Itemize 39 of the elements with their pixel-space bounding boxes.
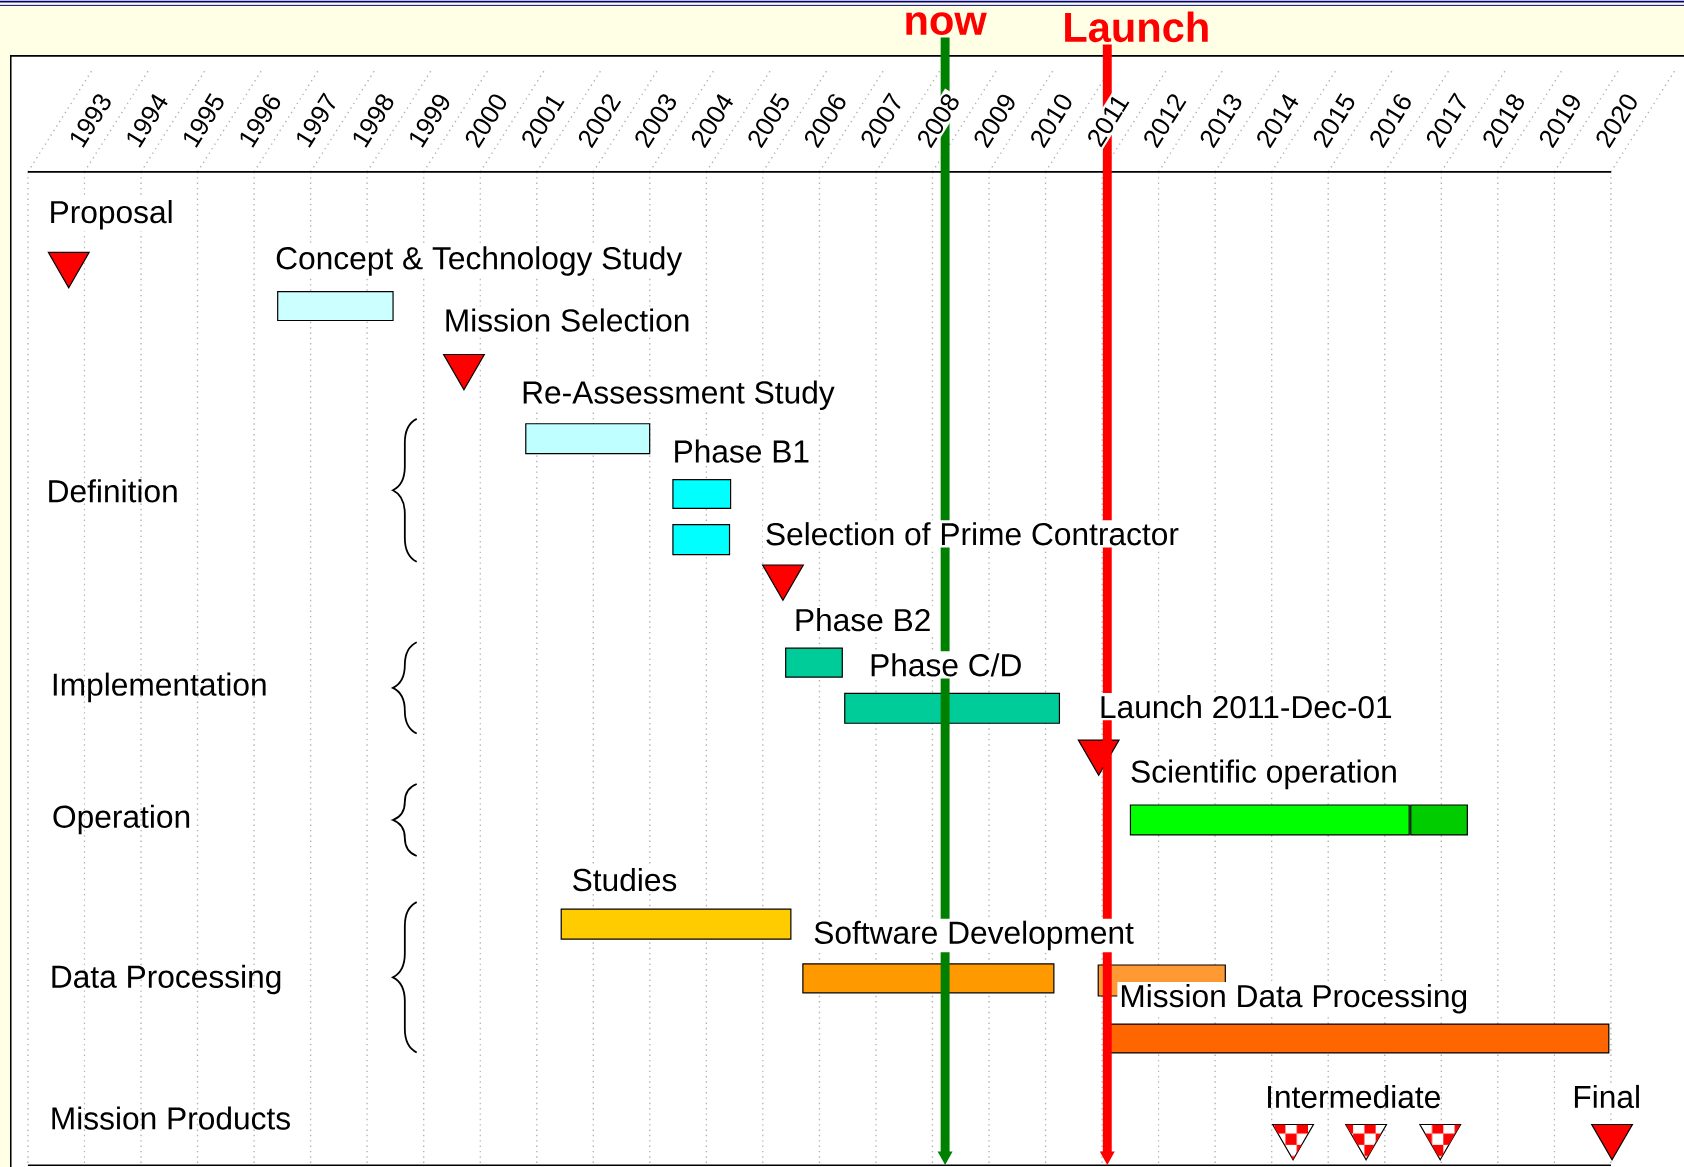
task-bar	[525, 422, 651, 455]
task-bar	[785, 647, 843, 678]
task-bar	[1410, 804, 1468, 836]
task-label: Phase B2	[791, 605, 934, 634]
task-bar	[1109, 1023, 1610, 1054]
row-label: Operation	[53, 804, 190, 835]
row-label: Data Processing	[52, 964, 281, 995]
task-bar	[560, 908, 792, 940]
task-label: Phase C/D	[867, 650, 1025, 679]
task-label: Phase B1	[670, 437, 812, 465]
task-label: Re-Assessment Study	[519, 378, 837, 412]
task-bar	[672, 478, 732, 509]
row-label: Definition	[49, 478, 177, 503]
node-label: Phase B2	[796, 607, 930, 632]
node-label: Final	[1574, 1084, 1639, 1108]
row-label: Mission Products	[52, 1106, 290, 1130]
task-label: Proposal	[46, 197, 176, 232]
task-label: Studies	[569, 865, 680, 893]
task-bar	[802, 963, 1055, 994]
marker-label: Launch	[1065, 11, 1208, 42]
task-bar	[672, 523, 731, 555]
node-label: Mission Selection	[446, 308, 689, 332]
task-bar	[1129, 804, 1410, 836]
task-label: Concept & Technology Study	[273, 244, 685, 278]
milestone-triangle	[47, 251, 91, 289]
task-label: Mission Data Processing	[1117, 981, 1471, 1016]
row-label: Implementation	[53, 672, 266, 702]
task-label: Mission Selection	[441, 306, 693, 334]
marker-label: now	[906, 12, 987, 35]
task-label: Scientific operation	[1128, 757, 1400, 791]
task-label: Final	[1570, 1082, 1644, 1110]
task-bar	[844, 692, 1061, 724]
milestone-label: Intermediate	[1268, 1084, 1440, 1108]
task-label: Launch 2011-Dec-01	[1096, 692, 1395, 721]
node-label: Phase B1	[675, 439, 809, 463]
node-label: Launch 2011-Dec-01	[1101, 694, 1392, 719]
task-label: Software Development	[811, 918, 1136, 952]
task-bar	[277, 290, 394, 321]
task-label: Selection of Prime Contractor	[762, 519, 1181, 548]
